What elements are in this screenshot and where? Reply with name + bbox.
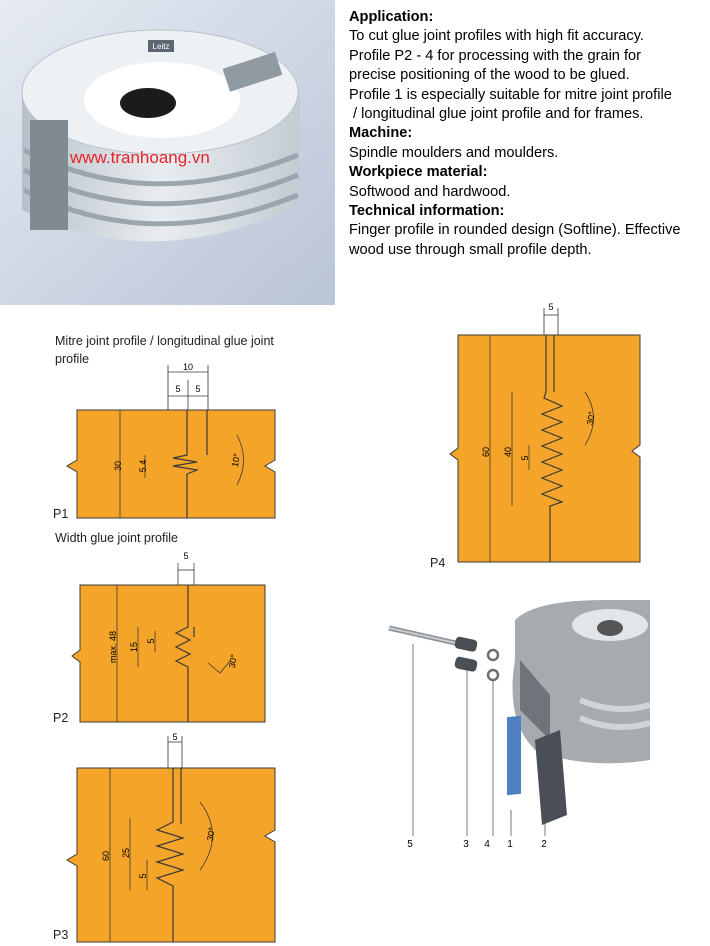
profile-p4-label: P4 [430,556,446,570]
description-line: Profile P2 - 4 for processing with the g… [349,47,642,64]
p3-pitch-dim: 5 [172,732,177,742]
p2-max-dim: max. 48 [108,631,118,663]
brand-logo: Leitz [153,42,170,51]
description-line: Softwood and hardwood. [349,183,511,200]
part-label-4: 4 [484,839,490,850]
description-line: / longitudinal glue joint profile and fo… [349,106,644,123]
p4-step-dim: 5 [520,455,530,460]
exploded-parts-view: 5 3 4 1 2 [388,600,650,850]
p3-step-dim: 5 [138,873,148,878]
p1-half-b-dim: 5 [195,384,200,394]
description-line: precise positioning of the wood to be gl… [349,67,630,84]
product-description: Application: To cut glue joint profiles w… [349,8,709,260]
part-label-1: 1 [507,839,513,850]
description-heading: Workpiece material: [349,164,488,181]
p3-angle-dim: 30° [205,826,217,842]
p1-width-dim: 10 [183,362,193,372]
description-heading: Technical information: [349,203,505,220]
width-caption: Width glue joint profile [55,531,178,545]
p3-height-dim: 60 [101,851,111,861]
mitre-caption-line1: Mitre joint profile / longitudinal glue … [55,334,274,348]
mitre-caption-line2: profile [55,352,90,366]
p4-angle-dim: 30° [585,410,597,426]
p1-depth-dim: 5.4 [138,460,148,473]
description-line: Profile 1 is especially suitable for mit… [349,86,672,103]
profile-p2-label: P2 [53,711,69,725]
profile-p3-drawing: 5 60 25 5 30° [66,732,276,943]
p2-angle-dim: 30° [227,653,239,669]
profile-p2-drawing: 5 max. 48 15 5 30° [71,551,266,723]
p3-zone-dim: 25 [121,848,131,858]
p2-step-dim: 5 [146,638,156,643]
profile-p4-drawing: 5 60 40 5 30° [449,302,641,563]
p1-height-dim: 30 [113,461,123,471]
profile-p1-label: P1 [53,507,69,521]
description-line: Finger profile in rounded design (Softli… [349,222,681,239]
description-line: wood use through small profile depth. [349,241,592,258]
p4-height-dim: 60 [481,447,491,457]
p1-angle-dim: 10° [230,452,242,468]
p2-pitch-dim: 5 [183,551,188,561]
p1-half-a-dim: 5 [175,384,180,394]
description-line: To cut glue joint profiles with high fit… [349,28,644,45]
part-label-2: 2 [541,839,547,850]
profile-p3-label: P3 [53,928,69,942]
part-label-3: 3 [463,839,469,850]
profile-p1-drawing: 10 5 5 30 5.4 10° [66,362,276,519]
description-heading: Machine: [349,125,413,142]
p2-height-dim: 15 [129,642,139,652]
description-heading: Application: [349,9,434,25]
description-line: Spindle moulders and moulders. [349,144,559,161]
cutter-head-photo: Leitz www.tranhoang.vn [0,0,335,305]
watermark-text: www.tranhoang.vn [69,148,210,167]
part-label-5: 5 [407,839,413,850]
p4-pitch-dim: 5 [548,302,553,312]
p4-zone-dim: 40 [503,447,513,457]
